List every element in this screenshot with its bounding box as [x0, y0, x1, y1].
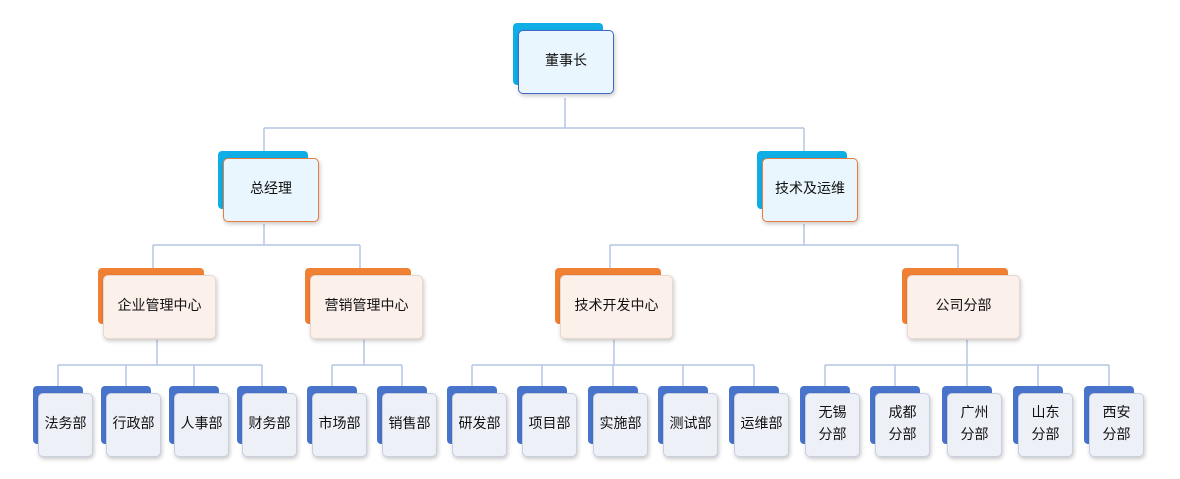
node-card: 测试部: [663, 393, 718, 457]
node-card: 山东 分部: [1018, 393, 1073, 457]
node-label: 实施部: [599, 416, 642, 433]
node-label: 项目部: [528, 416, 571, 433]
node-card: 技术开发中心: [560, 275, 673, 339]
node-card: 西安 分部: [1089, 393, 1144, 457]
node-card: 研发部: [452, 393, 507, 457]
node-label: 销售部: [388, 416, 431, 433]
node-card: 销售部: [382, 393, 437, 457]
node-label: 技术及运维: [775, 181, 845, 198]
node-label: 广州 分部: [960, 405, 989, 443]
node-card: 法务部: [38, 393, 93, 457]
node-card: 营销管理中心: [310, 275, 423, 339]
node-label: 营销管理中心: [324, 298, 409, 315]
node-label: 行政部: [112, 416, 155, 433]
node-card: 董事长: [518, 30, 614, 94]
node-label: 山东 分部: [1031, 405, 1060, 443]
node-label: 研发部: [458, 416, 501, 433]
node-card: 广州 分部: [947, 393, 1002, 457]
node-label: 西安 分部: [1102, 405, 1131, 443]
node-label: 企业管理中心: [117, 298, 202, 315]
node-card: 人事部: [174, 393, 229, 457]
node-label: 董事长: [545, 53, 587, 70]
node-label: 市场部: [318, 416, 361, 433]
node-label: 技术开发中心: [574, 298, 659, 315]
node-label: 无锡 分部: [818, 405, 847, 443]
node-label: 总经理: [250, 181, 292, 198]
node-label: 成都 分部: [888, 405, 917, 443]
node-label: 公司分部: [935, 298, 992, 315]
node-card: 实施部: [593, 393, 648, 457]
node-card: 总经理: [223, 158, 319, 222]
node-card: 运维部: [734, 393, 789, 457]
node-card: 市场部: [312, 393, 367, 457]
node-card: 无锡 分部: [805, 393, 860, 457]
node-card: 成都 分部: [875, 393, 930, 457]
node-card: 项目部: [522, 393, 577, 457]
node-card: 行政部: [106, 393, 161, 457]
node-card: 财务部: [242, 393, 297, 457]
node-label: 法务部: [44, 416, 87, 433]
node-label: 财务部: [248, 416, 291, 433]
node-card: 技术及运维: [762, 158, 858, 222]
node-card: 企业管理中心: [103, 275, 216, 339]
node-label: 测试部: [669, 416, 712, 433]
node-label: 人事部: [180, 416, 223, 433]
node-card: 公司分部: [907, 275, 1020, 339]
node-label: 运维部: [740, 416, 783, 433]
